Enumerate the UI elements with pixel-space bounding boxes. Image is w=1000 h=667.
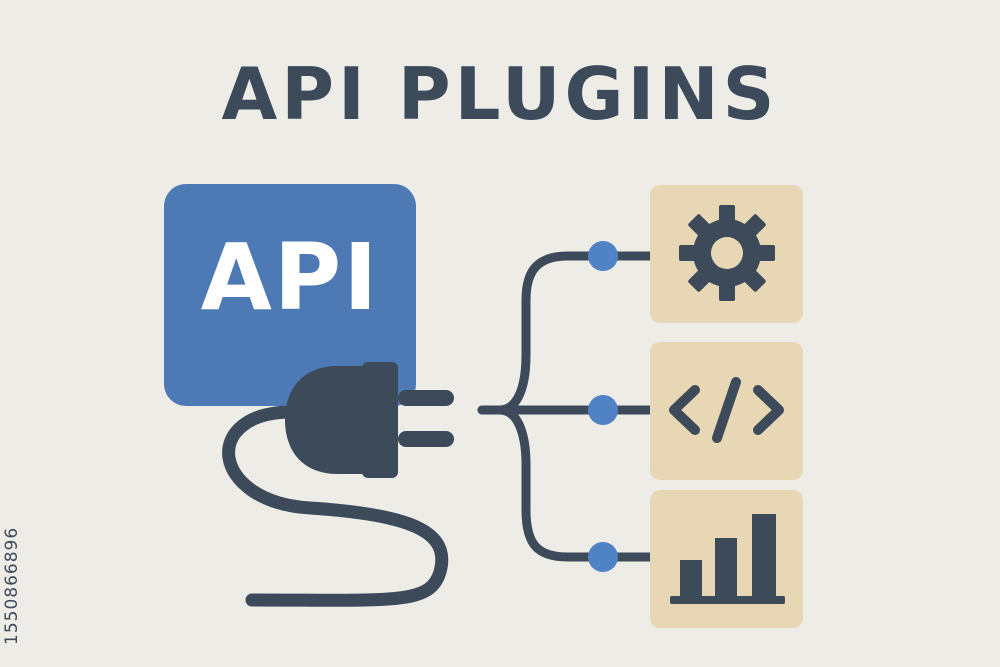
plugin-tile-code	[650, 342, 803, 480]
branch-connectors	[477, 251, 655, 562]
plug-icon	[285, 362, 454, 478]
connector-node-2	[588, 395, 618, 425]
code-icon	[669, 377, 784, 443]
connector-node-1	[588, 241, 618, 271]
api-label: API	[200, 224, 380, 331]
plugin-tile-chart	[650, 490, 803, 628]
bar-chart-icon	[670, 514, 785, 604]
page-title: API PLUGINS	[221, 52, 779, 136]
plug-cable	[222, 405, 449, 607]
plugin-tile-gear	[650, 185, 803, 323]
side-id-text: 1550866896	[2, 526, 22, 645]
gear-icon	[679, 205, 775, 301]
connector-node-3	[588, 542, 618, 572]
